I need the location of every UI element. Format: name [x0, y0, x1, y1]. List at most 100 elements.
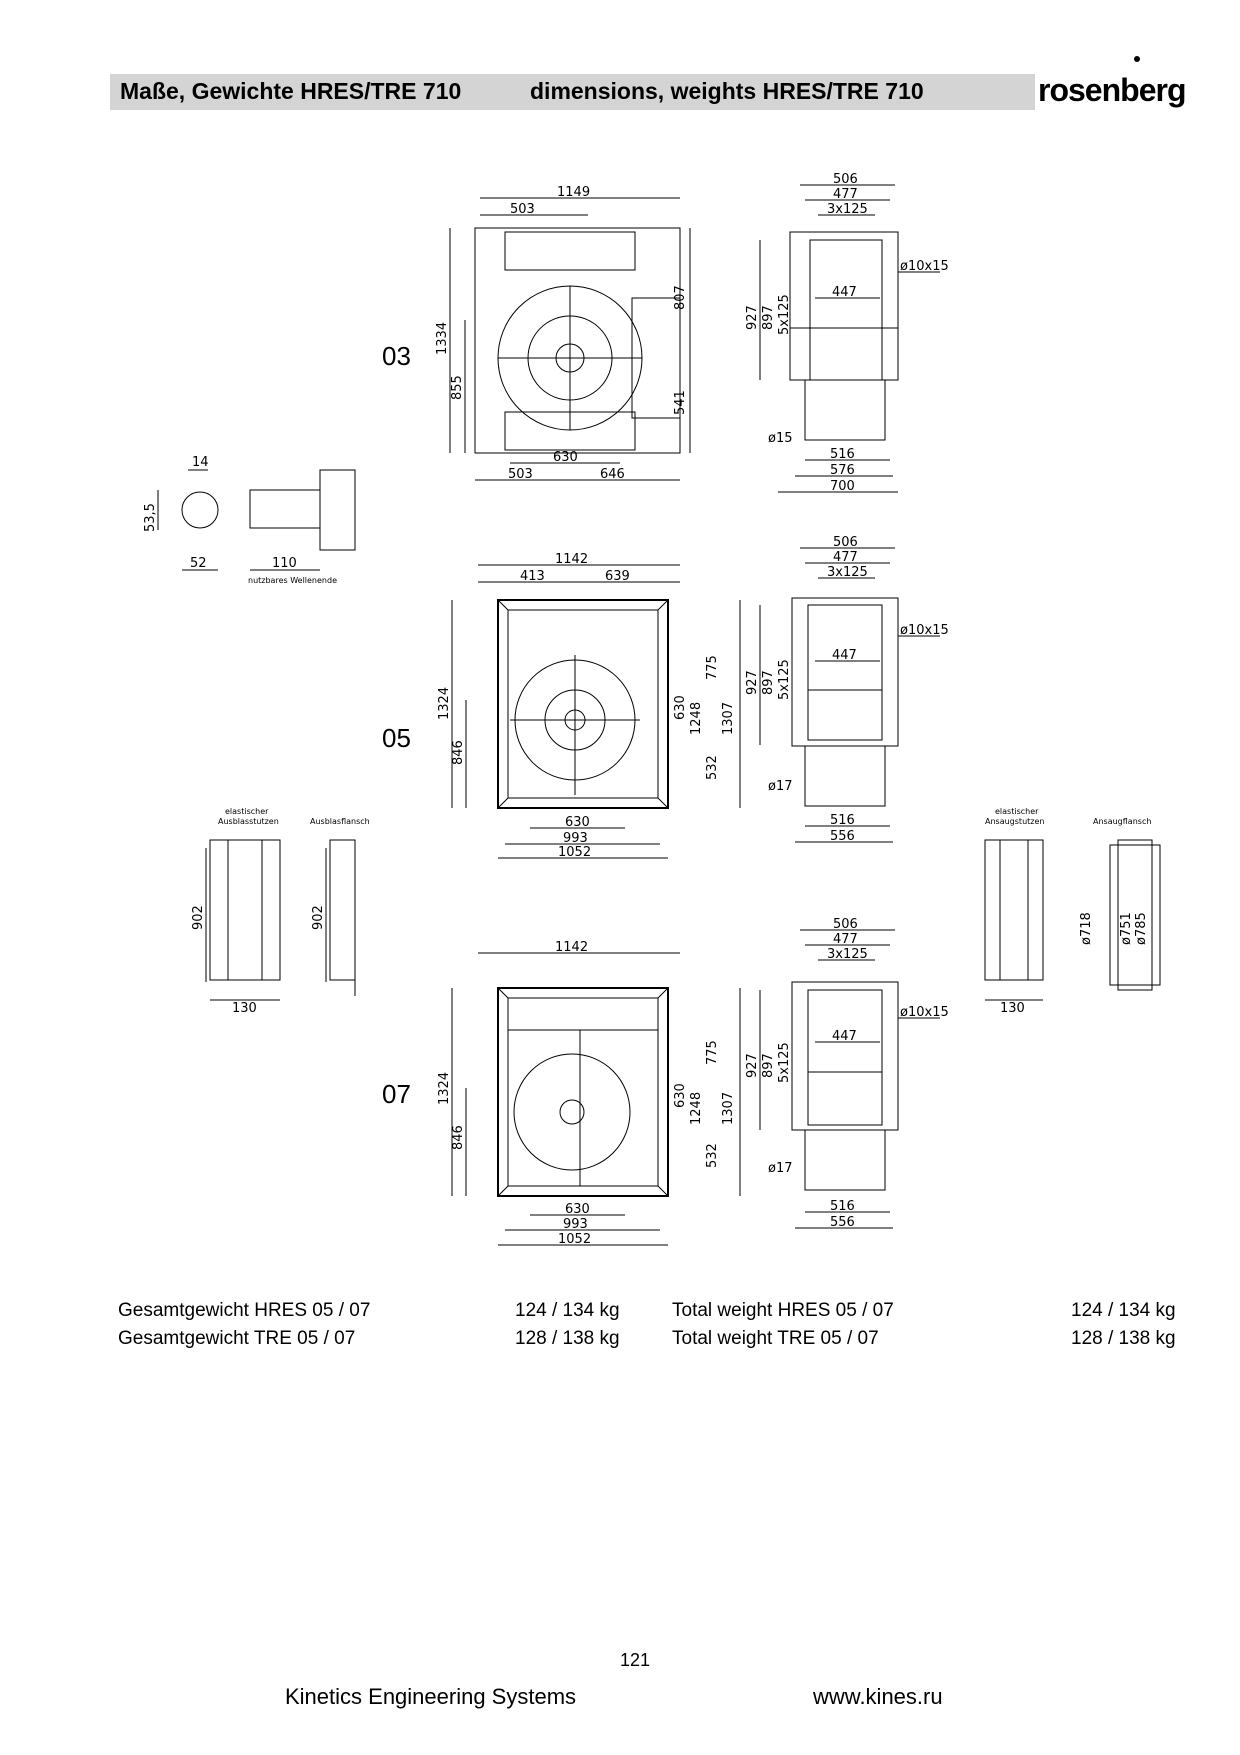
dim-top-1: 506 [833, 917, 858, 932]
dim-bottom-1: 516 [830, 1199, 855, 1214]
inlet-flange: Ansaugflansch ø718 ø751 ø785 [1079, 817, 1161, 991]
weight-value-de: 128 / 138 kg [515, 1328, 620, 1349]
title-german: Maße, Gewichte HRES/TRE 710 [120, 78, 462, 104]
dim-mid: 447 [832, 1029, 857, 1044]
variant-label: 05 [382, 723, 411, 753]
title-line-1: elastischer [225, 807, 269, 816]
dim-d1: 630 [673, 695, 688, 720]
side-view-03: 506 477 3x125 447 ø10x15 927 897 5x125 ø… [745, 172, 949, 494]
dim-center: 846 [451, 1125, 466, 1150]
dim-bottom-2: 993 [563, 1217, 588, 1232]
header-bar: Maße, Gewichte HRES/TRE 710 dimensions, … [110, 74, 1035, 110]
dim-d1: 630 [673, 1083, 688, 1108]
dim-height: 902 [311, 905, 326, 930]
dim-top-1: 506 [833, 535, 858, 550]
dim-hole: ø10x15 [900, 623, 949, 638]
dim-top-3: 3x125 [827, 947, 868, 962]
weight-value-en: 128 / 138 kg [1071, 1328, 1176, 1349]
dim-center: 846 [451, 740, 466, 765]
dim-right-upper: 807 [673, 285, 688, 310]
shaft-note: nutzbares Wellenende [248, 576, 337, 585]
title-english: dimensions, weights HRES/TRE 710 [530, 78, 924, 104]
weight-value-de: 124 / 134 kg [515, 1300, 620, 1321]
dim-bottom-3: 646 [600, 467, 625, 482]
front-view-05: 05 1142 413 639 1324 846 630 1248 1307 7… [382, 552, 741, 860]
weight-label-de: Gesamtgewicht HRES 05 / 07 [118, 1300, 371, 1321]
dim-h2: 897 [761, 670, 776, 695]
dim-foot: ø15 [768, 431, 793, 446]
dim-h3: 5x125 [777, 659, 792, 700]
dim-d5: 532 [705, 1143, 720, 1168]
dim-height: 1334 [435, 322, 450, 355]
dim-d2: 1248 [689, 1092, 704, 1125]
dim-bottom-2: 556 [830, 1215, 855, 1230]
dim-bottom-3: 700 [830, 479, 855, 494]
dim-top-2: 477 [833, 932, 858, 947]
dim-h3: 5x125 [777, 294, 792, 335]
dim-d5: 532 [705, 755, 720, 780]
flange-title: Ansaugflansch [1093, 817, 1151, 826]
dim-bottom-1: 630 [565, 815, 590, 830]
dim-right: 639 [605, 569, 630, 584]
front-view-07: 07 1142 1324 846 630 1248 1307 775 532 6… [382, 940, 741, 1247]
title-line-2: Ansaugstutzen [985, 817, 1044, 826]
brand-logo: rosenberg [1038, 72, 1186, 108]
side-view-05: 506 477 3x125 447 ø10x15 927 897 5x125 ø… [745, 535, 949, 844]
dim-h1: 927 [745, 670, 760, 695]
dim-bottom-2: 556 [830, 829, 855, 844]
shaft-end-detail: 14 53,5 52 110 nutzbares Wellenende [143, 455, 356, 585]
variant-label: 07 [382, 1079, 411, 1109]
dim-h3: 5x125 [777, 1042, 792, 1083]
dim-bottom-2: 576 [830, 463, 855, 478]
dim-h2: 897 [761, 305, 776, 330]
dim-diameter: 52 [190, 556, 207, 571]
dim-mid: 447 [832, 648, 857, 663]
dim-h2: 897 [761, 1053, 776, 1078]
dim-center: 855 [450, 375, 465, 400]
outlet-flex-connector: elastischer Ausblasstutzen 902 130 [191, 807, 281, 1016]
outlet-flange: Ausblasflansch 902 [310, 817, 370, 996]
weight-value-en: 124 / 134 kg [1071, 1300, 1176, 1321]
dim-width: 1142 [555, 552, 588, 567]
dim-bottom-1: 516 [830, 813, 855, 828]
dim-top-1: 506 [833, 172, 858, 187]
dim-d3: 1307 [721, 702, 736, 735]
title-line-2: Ausblasstutzen [218, 817, 279, 826]
flange-title: Ausblasflansch [310, 817, 370, 826]
dim-key: 14 [192, 455, 209, 470]
dim-hole: ø10x15 [900, 1005, 949, 1020]
dim-width: 1149 [557, 185, 590, 200]
dim-d1: ø718 [1079, 912, 1094, 945]
dim-mid: 447 [832, 285, 857, 300]
dim-width: 130 [1000, 1001, 1025, 1016]
dim-bottom-1: 630 [565, 1202, 590, 1217]
dim-top-3: 3x125 [827, 565, 868, 580]
dim-top-3: 3x125 [827, 202, 868, 217]
dim-offset: 503 [510, 202, 535, 217]
dim-h1: 927 [745, 305, 760, 330]
title-line-1: elastischer [995, 807, 1039, 816]
dim-bottom-2: 993 [563, 831, 588, 846]
dim-d4: 775 [705, 655, 720, 680]
dim-width: 1142 [555, 940, 588, 955]
footer-company: Kinetics Engineering Systems [285, 1684, 577, 1709]
dim-d3: 1307 [721, 1092, 736, 1125]
weight-label-en: Total weight HRES 05 / 07 [672, 1300, 894, 1321]
weight-label-de: Gesamtgewicht TRE 05 / 07 [118, 1328, 356, 1349]
dim-right-lower: 541 [673, 390, 688, 415]
dim-foot: ø17 [768, 779, 793, 794]
inlet-flex-connector: elastischer Ansaugstutzen 130 [984, 807, 1044, 1016]
dim-h1: 927 [745, 1053, 760, 1078]
dim-height: 53,5 [143, 503, 158, 532]
dim-d2: ø751 [1119, 912, 1134, 945]
dim-length: 110 [272, 556, 297, 571]
footer-url[interactable]: www.kines.ru [813, 1684, 943, 1709]
dim-width: 130 [232, 1001, 257, 1016]
dim-foot: ø17 [768, 1161, 793, 1176]
logo-dot-icon [1134, 56, 1140, 62]
dim-bottom-2: 503 [508, 467, 533, 482]
dim-top-2: 477 [833, 550, 858, 565]
dim-left: 413 [520, 569, 545, 584]
dim-height: 1324 [437, 687, 452, 720]
